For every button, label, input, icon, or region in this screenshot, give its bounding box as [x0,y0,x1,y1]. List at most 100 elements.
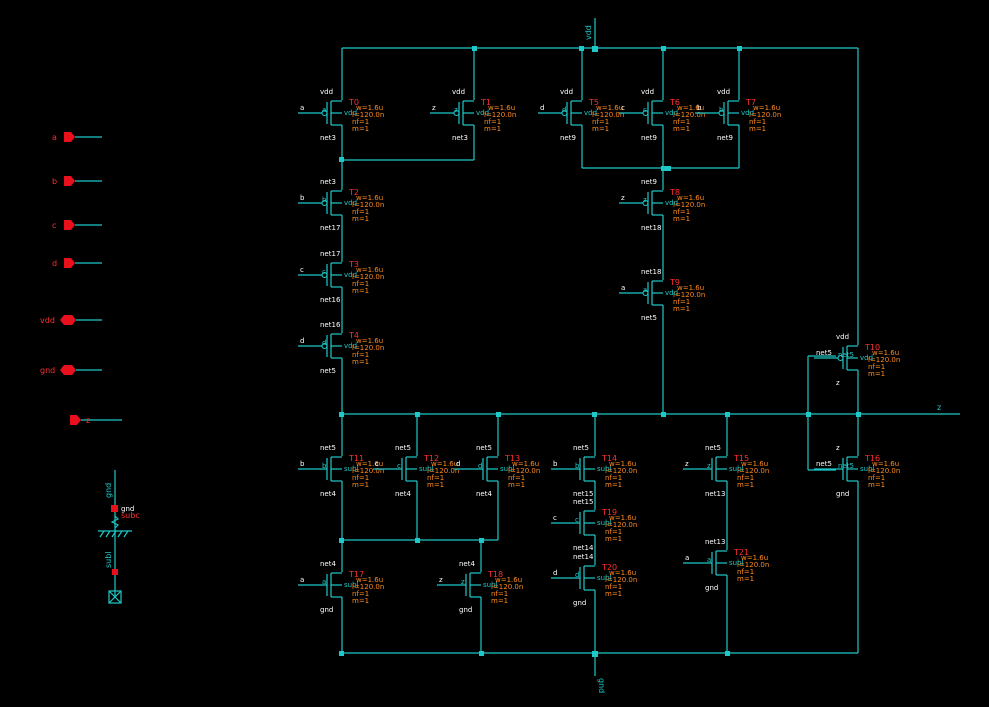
param-m: m=1 [749,125,766,133]
body-pin-label: subl [729,465,744,473]
substrate-tie-symbol: gnd gnd subc subl [98,470,140,604]
pin-b[interactable]: b [52,176,102,186]
gate-net-label: d [553,569,557,577]
param-l: l=120.0n [484,111,516,119]
transistor-name: T20 [601,563,617,572]
gate-net-label: d [540,104,544,112]
gate-net-label: a [685,554,689,562]
param-l: l=120.0n [352,583,384,591]
pin-gnd[interactable]: gnd [40,365,102,375]
param-nf: nf=1 [352,280,369,288]
param-w: w=1.6u [356,266,383,274]
param-nf: nf=1 [508,474,525,482]
drain-net-label: z [836,379,840,387]
pin-c[interactable]: c [52,220,102,230]
param-m: m=1 [352,125,369,133]
body-pin-label: vdd [741,109,754,117]
drain-net-label: net18 [641,224,661,232]
gate-net-label: c [375,460,379,468]
param-w: w=1.6u [488,104,515,112]
param-w: w=1.6u [609,569,636,577]
z-output-label: z [937,403,941,412]
param-w: w=1.6u [596,104,623,112]
gate-pin-label: a [643,286,647,294]
source-net-label: net4 [320,560,336,568]
param-l: l=120.0n [491,583,523,591]
pin-d[interactable]: d [52,258,102,268]
source-net-label: net5 [476,444,492,452]
gate-pin-label: z [643,196,647,204]
gate-net-label: z [432,104,436,112]
pin-vdd[interactable]: vdd [40,315,102,325]
param-m: m=1 [427,481,444,489]
param-m: m=1 [868,481,885,489]
source-net-label: net9 [641,178,657,186]
drain-net-label: net17 [320,224,340,232]
param-l: l=120.0n [673,201,705,209]
gate-net-label: a [300,576,304,584]
pin-a-label: a [52,133,57,142]
drain-net-label: net3 [452,134,468,142]
pin-a[interactable]: a [52,132,102,142]
pin-gnd-label: gnd [40,366,55,375]
source-net-label: net3 [320,178,336,186]
param-l: l=120.0n [737,467,769,475]
param-w: w=1.6u [495,576,522,584]
pin-c-icon [64,220,75,230]
param-w: w=1.6u [512,460,539,468]
param-nf: nf=1 [352,118,369,126]
source-net-label: net5 [705,444,721,452]
transistor-name: T9 [669,278,680,287]
transistor-name: T17 [348,570,364,579]
drain-net-label: net14 [573,544,594,552]
pin-vdd-icon [60,315,76,325]
transistor-name: T0 [348,98,359,107]
gate-net-label: b [300,194,305,202]
transistor-name: T3 [348,260,359,269]
source-net-label: net4 [459,560,475,568]
gate-pin-label: b [719,106,724,114]
pin-d-label: d [52,259,57,268]
gate-pin-label: c [397,462,401,470]
param-w: w=1.6u [609,514,636,522]
gate-net-label: net5 [816,349,832,357]
transistor-name: T4 [348,331,359,340]
param-w: w=1.6u [677,284,704,292]
param-nf: nf=1 [491,590,508,598]
source-net-label: vdd [717,88,730,96]
source-net-label: net18 [641,268,661,276]
body-pin-label: subl [597,465,612,473]
pin-z-icon [70,415,81,425]
body-pin-label: subl [344,581,359,589]
gate-net-label: d [300,337,304,345]
source-net-label: net5 [320,444,336,452]
param-m: m=1 [868,370,885,378]
pin-z[interactable]: z [70,415,122,425]
gate-pin-label: z [454,106,458,114]
body-pin-label: vdd [344,199,357,207]
source-net-label: net5 [395,444,411,452]
source-net-label: vdd [320,88,333,96]
